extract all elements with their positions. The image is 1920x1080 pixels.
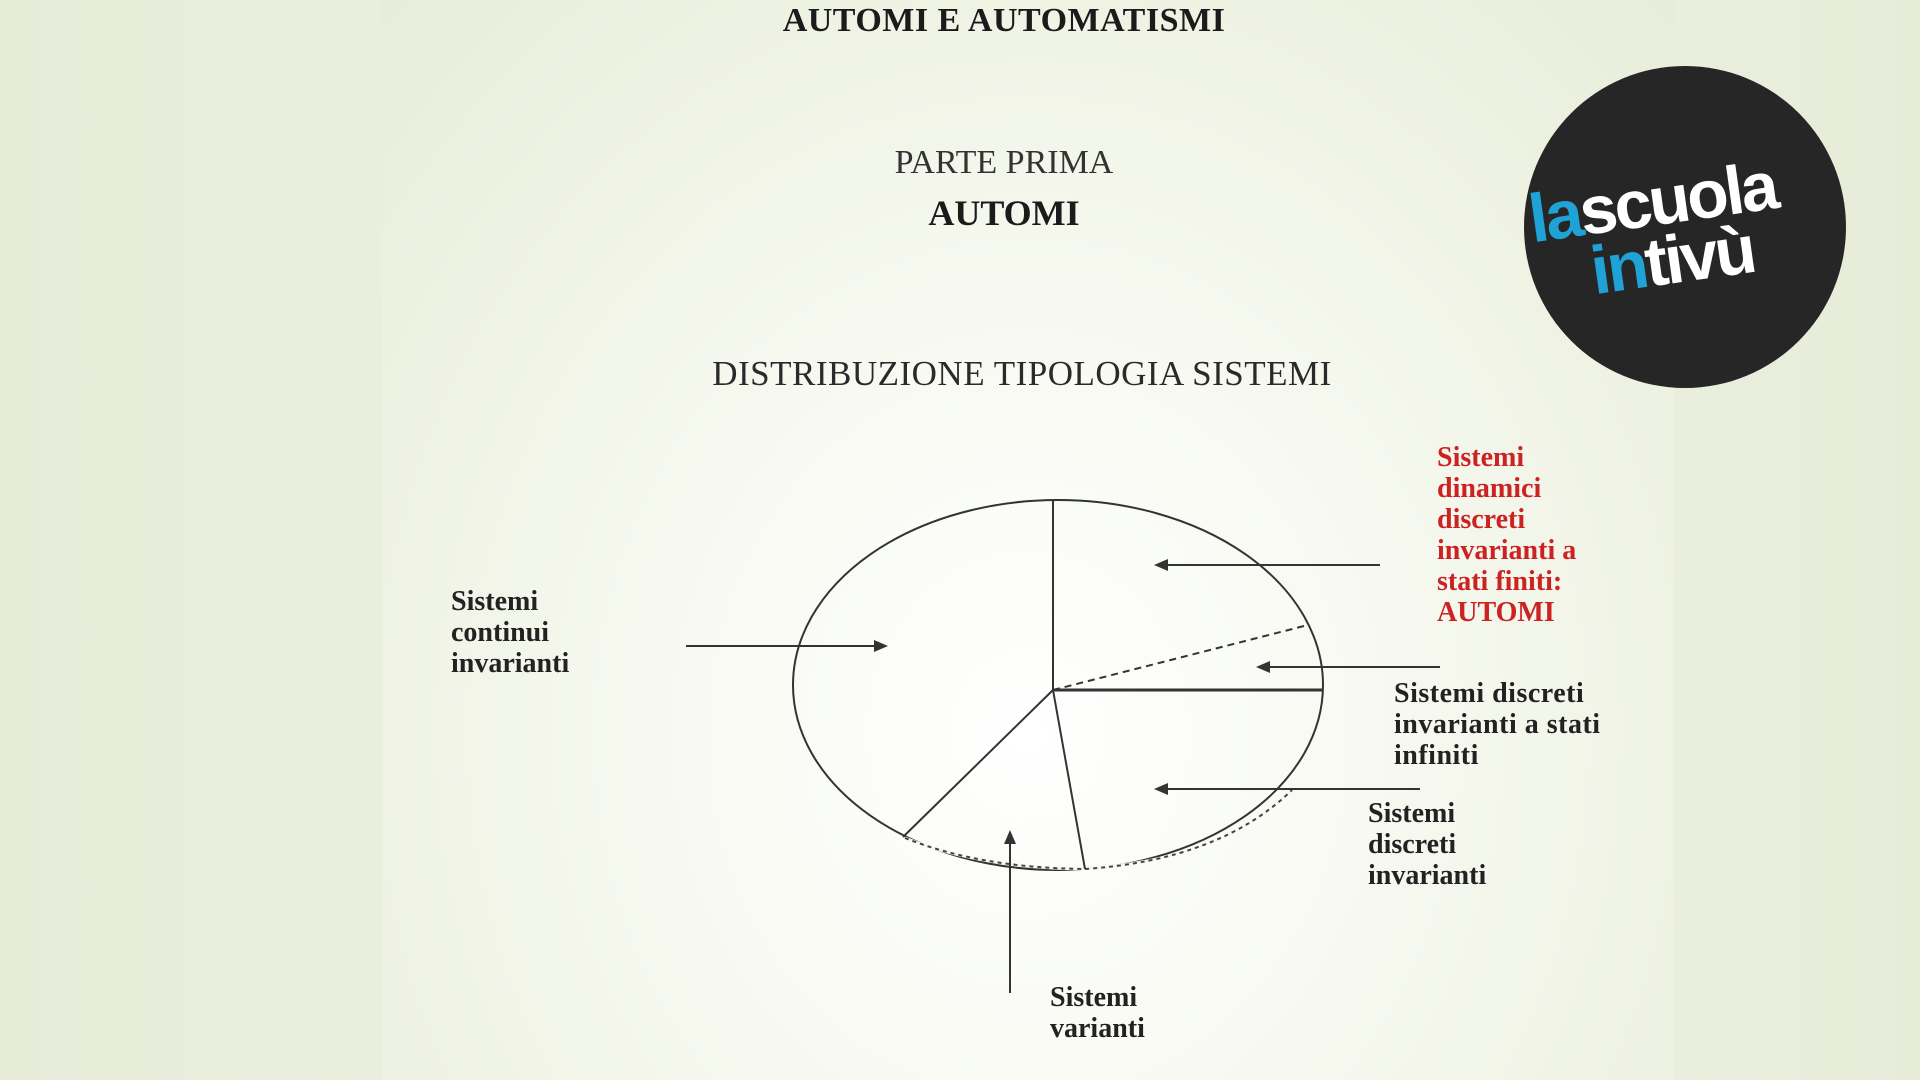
sector-line-lower-left — [902, 689, 1054, 838]
diagram-title: DISTRIBUZIONE TIPOLOGIA SISTEMI — [712, 354, 1332, 393]
sector-line-bottom — [1052, 689, 1086, 870]
pie-outline — [792, 499, 1324, 871]
arrow-infiniti — [1256, 661, 1440, 673]
dotted-arc-right-dash — [1084, 789, 1293, 870]
label-sistemi-discreti: Sistemi discreti invarianti — [1368, 798, 1487, 891]
dotted-arc-dash — [904, 837, 1086, 870]
slide-title: AUTOMI E AUTOMATISMI — [782, 2, 1226, 39]
logo-text-tivu: tivù — [1639, 211, 1759, 302]
sector-line-dashed — [1052, 624, 1309, 691]
dotted-arc-right — [1084, 788, 1294, 871]
arrow-discreti — [1154, 783, 1420, 795]
arrow-automi — [1154, 559, 1380, 571]
arrow-continui — [686, 640, 888, 652]
arrow-varianti — [1004, 830, 1016, 993]
label-sistemi-continui: Sistemi continui invarianti — [451, 586, 570, 679]
left-background — [0, 0, 382, 1080]
label-automi: Sistemi dinamici discreti invarianti a s… — [1437, 442, 1577, 628]
lascuolaintivu-logo: lascuola intivù — [1524, 66, 1846, 388]
slide — [382, 0, 1674, 1080]
label-sistemi-varianti: Sistemi varianti — [1050, 982, 1145, 1044]
slide-part: PARTE PRIMA — [894, 144, 1114, 181]
slide-subtitle: AUTOMI — [928, 193, 1080, 233]
label-sistemi-infiniti: Sistemi discreti invarianti a stati infi… — [1394, 678, 1601, 771]
